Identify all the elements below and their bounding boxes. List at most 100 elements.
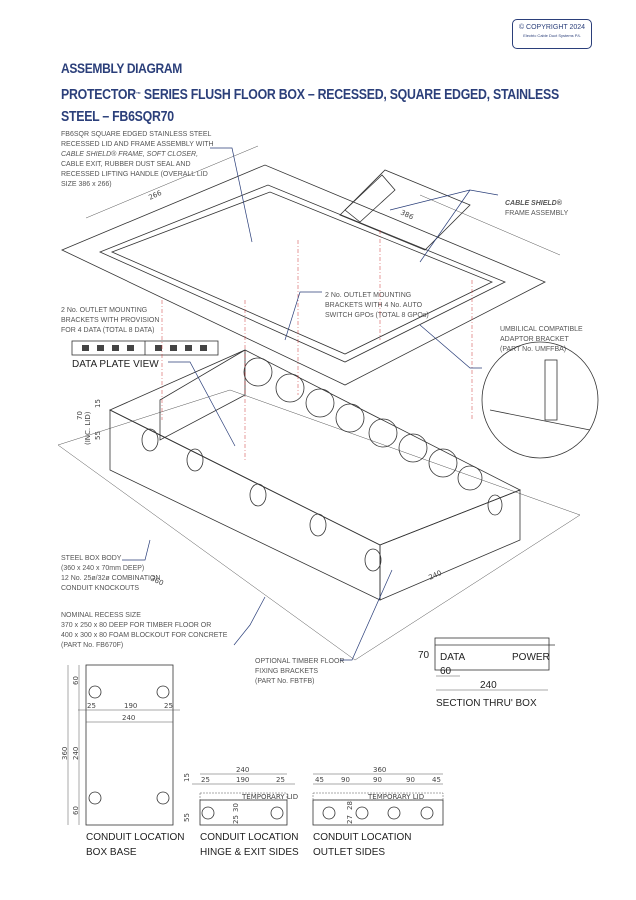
label-text: 60: [440, 666, 452, 677]
callout-timber: OPTIONAL TIMBER FLOOR FIXING BRACKETS (P…: [255, 658, 344, 685]
conduit-location-outlet-sides: 360 45 90 90 90 45 28 27 TEMPORARY LID C…: [312, 766, 444, 858]
label-text: TEMPORARY LID: [367, 793, 424, 801]
label-text: 2 No. OUTLET MOUNTING: [325, 292, 411, 299]
label-text: OPTIONAL TIMBER FLOOR: [255, 658, 344, 665]
conduit-location-hinge-exit: 240 25 190 25 15 55 30 25 TEMPORARY LID …: [183, 766, 299, 858]
section-data-label: DATA: [440, 652, 466, 663]
label-text: 240: [236, 766, 249, 774]
label-text: ADAPTOR BRACKET: [500, 336, 569, 343]
label-text: 190: [124, 702, 137, 710]
title-brand: PROTECTOR: [61, 87, 136, 103]
label-text: STEEL BOX BODY: [61, 555, 122, 562]
lid-frame-assembly: 266 386: [61, 145, 561, 386]
umbilical-detail: [481, 341, 599, 459]
callout-recess: NOMINAL RECESS SIZE 370 x 250 x 80 DEEP …: [61, 612, 228, 649]
section-power-label: POWER: [512, 652, 550, 663]
label-text: TEMPORARY LID: [241, 793, 298, 801]
copyright-company: Electric Cable Duct Systems P/L: [523, 33, 581, 38]
knockouts: [141, 428, 503, 572]
section-heading: ASSEMBLY DIAGRAM: [61, 60, 182, 76]
label-text: CONDUIT LOCATION: [313, 832, 412, 843]
callout-umbilical: UMBILICAL COMPATIBLE ADAPTOR BRACKET (PA…: [500, 326, 583, 353]
label-text: UMBILICAL COMPATIBLE: [500, 326, 583, 333]
label-text: 2 No. OUTLET MOUNTING: [61, 307, 147, 314]
label-text: 12 No. 25ø/32ø COMBINATION: [61, 575, 160, 582]
dim-box-240: 240: [427, 569, 443, 582]
copyright-text: © COPYRIGHT 2024: [518, 24, 586, 31]
label-text: CABLE SHIELD®: [505, 199, 563, 207]
label-text: 90: [373, 776, 382, 784]
section-title: SECTION THRU' BOX: [436, 698, 537, 709]
label-text: 90: [341, 776, 350, 784]
callout-lid: FB6SQR SQUARE EDGED STAINLESS STEEL RECE…: [61, 131, 214, 188]
label-text: FB6SQR SQUARE EDGED STAINLESS STEEL: [61, 131, 212, 138]
label-text: CABLE SHIELD® FRAME, SOFT CLOSER,: [61, 150, 198, 158]
label-text: 90: [406, 776, 415, 784]
label-text: CONDUIT LOCATION: [200, 832, 299, 843]
section-thru-box: DATA POWER 70 60 240 SECTION THRU' BOX: [418, 637, 555, 709]
label-text: 25: [87, 702, 96, 710]
label-text: RECESSED LIFTING HANDLE (OVERALL LID: [61, 171, 208, 178]
title-text: SERIES FLUSH FLOOR BOX – RECESSED, SQUAR…: [140, 87, 559, 103]
label-text: SIZE 386 x 266): [61, 181, 112, 188]
label-text: 70: [76, 411, 84, 420]
label-text: 45: [315, 776, 324, 784]
data-plate: [71, 340, 219, 356]
label-text: FOR 4 DATA (TOTAL 8 DATA): [61, 327, 154, 334]
steel-box-body: 360 240 70 (INC. LID) 15 55: [76, 349, 521, 601]
label-text: 25: [232, 815, 240, 824]
gpo-outlets: [243, 357, 483, 491]
label-text: 15: [94, 399, 102, 408]
label-text: 15: [183, 773, 191, 782]
label-text: 28: [346, 801, 354, 810]
label-text: 25: [276, 776, 285, 784]
label-text: (360 x 240 x 70mm DEEP): [61, 565, 144, 572]
label-text: RECESSED LID AND FRAME ASSEMBLY WITH: [61, 141, 214, 148]
label-text: 45: [432, 776, 441, 784]
page-title: PROTECTOR™ SERIES FLUSH FLOOR BOX – RECE…: [61, 84, 605, 128]
label-text: 27: [346, 815, 354, 824]
label-text: HINGE & EXIT SIDES: [200, 847, 299, 858]
label-text: 400 x 300 x 80 FOAM BLOCKOUT FOR CONCRET…: [61, 632, 228, 639]
label-text: (PART No. FB670F): [61, 642, 123, 649]
dim-box-360: 360: [149, 575, 165, 588]
label-text: 370 x 250 x 80 DEEP FOR TIMBER FLOOR OR: [61, 622, 211, 629]
label-text: CONDUIT LOCATION: [86, 832, 185, 843]
label-text: SWITCH GPOs (TOTAL 8 GPOs): [325, 312, 429, 319]
label-text: BOX BASE: [86, 847, 137, 858]
label-text: 240: [72, 747, 80, 760]
label-text: 240: [480, 680, 497, 691]
recess-outline: [57, 389, 581, 661]
label-text: 60: [72, 676, 80, 685]
label-text: 360: [61, 747, 69, 760]
label-text: 30: [232, 803, 240, 812]
label-text: (PART No. UMFFBA): [500, 346, 566, 353]
label-text: CONDUIT KNOCKOUTS: [61, 585, 139, 592]
label-text: 55: [94, 431, 102, 440]
leader-lines: [122, 147, 499, 661]
data-plate-view-label: DATA PLATE VIEW: [72, 359, 159, 370]
label-text: FRAME ASSEMBLY: [505, 210, 569, 217]
label-text: 360: [373, 766, 386, 774]
label-text: BRACKETS WITH PROVISION: [61, 317, 159, 324]
label-text: (INC. LID): [84, 411, 92, 445]
label-text: 240: [122, 714, 135, 722]
dim-lid-386: 386: [399, 209, 415, 222]
callout-data-brackets: 2 No. OUTLET MOUNTING BRACKETS WITH PROV…: [61, 307, 159, 334]
label-text: 70: [418, 650, 430, 661]
label-text: 25: [164, 702, 173, 710]
label-text: FIXING BRACKETS: [255, 668, 318, 675]
label-text: 25: [201, 776, 210, 784]
callout-gpo-brackets: 2 No. OUTLET MOUNTING BRACKETS WITH 4 No…: [325, 292, 429, 319]
label-text: 60: [72, 806, 80, 815]
dim-lid-266: 266: [147, 189, 163, 202]
callout-cable-shield: CABLE SHIELD® FRAME ASSEMBLY: [505, 199, 569, 217]
title-model: STEEL – FB6SQR70: [61, 109, 174, 125]
conduit-location-box-base: 60 25 190 25 240 360 240 60 CONDUIT LOCA…: [61, 664, 185, 858]
label-text: CABLE EXIT, RUBBER DUST SEAL AND: [61, 161, 191, 168]
label-text: (PART No. FBTFB): [255, 678, 315, 685]
label-text: 55: [183, 813, 191, 822]
label-text: 190: [236, 776, 249, 784]
